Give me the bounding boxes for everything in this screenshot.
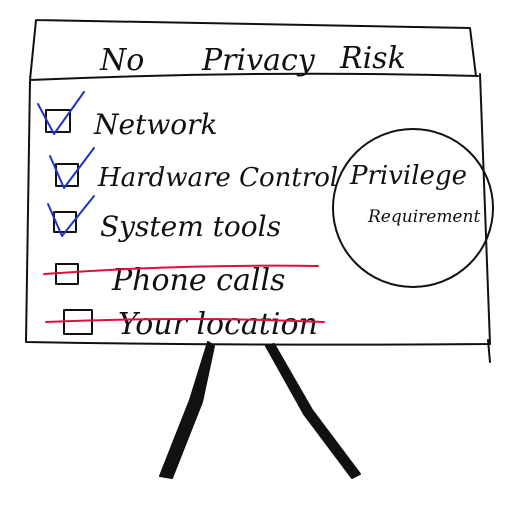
header-tab-risk[interactable]: Risk <box>339 41 406 76</box>
badge-line-2: Requirement <box>367 207 480 227</box>
header-tab-no[interactable]: No <box>99 43 144 78</box>
check-mark-icon <box>37 91 85 135</box>
checklist-item-phone-calls[interactable]: Phone calls <box>43 263 319 298</box>
board-panel <box>25 73 491 363</box>
checkbox[interactable] <box>55 263 79 285</box>
easel-legs <box>159 341 361 479</box>
badge-circle <box>332 128 494 288</box>
checklist-item-label: Network <box>93 108 218 141</box>
privilege-requirement-badge: Privilege Requirement <box>332 128 494 288</box>
checklist-item-hardware-control[interactable]: Hardware Control <box>49 147 338 193</box>
easel-leg-right <box>265 343 361 479</box>
check-mark-icon <box>49 147 95 189</box>
strikethrough-line <box>45 318 325 323</box>
badge-line-1: Privilege <box>349 161 467 191</box>
board-right-edge-tick <box>487 339 491 363</box>
header-tab-privacy[interactable]: Privacy <box>201 43 316 78</box>
board-outline <box>25 73 491 346</box>
checkbox[interactable] <box>55 163 79 187</box>
checklist-item-your-location[interactable]: Your location <box>45 307 325 342</box>
checklist-item-label: Hardware Control <box>97 163 338 193</box>
header-divider <box>29 72 479 81</box>
header-outline <box>29 19 477 81</box>
checklist-item-network[interactable]: Network <box>37 91 218 141</box>
strikethrough-line <box>43 264 319 275</box>
checklist-item-system-tools[interactable]: System tools <box>47 195 281 243</box>
easel-leg-left <box>159 341 215 479</box>
checklist: Network Hardware Control System tools Ph… <box>37 91 338 342</box>
header-bar: No Privacy Risk <box>29 19 479 81</box>
checklist-item-label: System tools <box>100 210 281 243</box>
checklist-item-label: Your location <box>118 307 318 342</box>
check-mark-icon <box>47 195 95 237</box>
